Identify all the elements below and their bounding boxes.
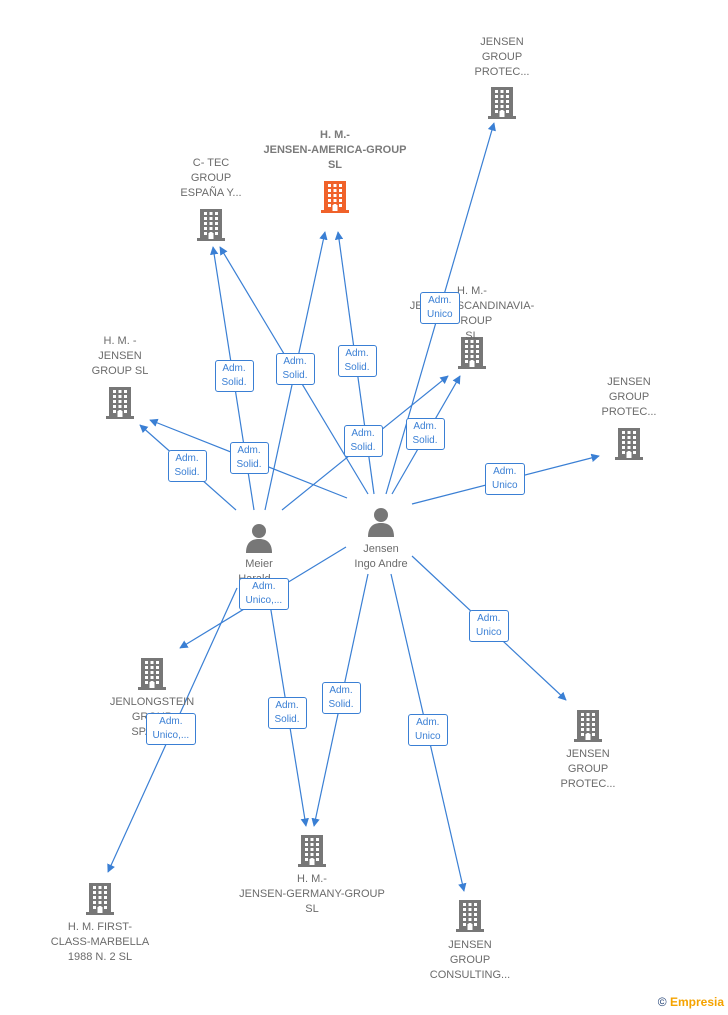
company-label-jensen_protec_right[interactable]: JENSEN GROUP PROTEC... (601, 376, 657, 418)
company-label-jensen_protec_top[interactable]: JENSEN GROUP PROTEC... (474, 36, 530, 78)
edge-label-jensen-to-jensen_protec_bottom[interactable]: Adm. Unico (469, 610, 509, 642)
building-icon[interactable] (614, 427, 644, 466)
edge-label-jensen-to-hm_jensen_group[interactable]: Adm. Solid. (229, 442, 269, 474)
edge-label-jensen-to-hm_scandinavia[interactable]: Adm. Solid. (405, 418, 445, 450)
edge-label-jensen-to-jensen_consulting[interactable]: Adm. Unico (408, 714, 448, 746)
edge-label-meier-to-hm_america[interactable]: Adm. Solid. (275, 353, 315, 385)
company-label-ctec[interactable]: C- TEC GROUP ESPAÑA Y... (180, 157, 242, 199)
edge-label-meier-to-hm_germany[interactable]: Adm. Solid. (267, 697, 307, 729)
company-label-hm_marbella[interactable]: H. M. FIRST- CLASS-MARBELLA 1988 N. 2 SL (50, 921, 150, 963)
company-label-hm_america[interactable]: H. M.- JENSEN-AMERICA-GROUP SL (263, 129, 407, 171)
company-label-hm_jensen_group[interactable]: H. M. - JENSEN GROUP SL (91, 335, 149, 377)
building-icon[interactable] (487, 86, 517, 125)
edge-label-meier-to-hm_scandinavia[interactable]: Adm. Solid. (343, 425, 383, 457)
building-icon[interactable] (85, 882, 115, 921)
edge-label-meier-to-ctec[interactable]: Adm. Solid. (214, 360, 254, 392)
brand-name: Empresia (669, 995, 724, 1009)
building-icon[interactable] (297, 834, 327, 873)
building-icon[interactable] (457, 336, 487, 375)
company-label-jensen_consulting[interactable]: JENSEN GROUP CONSULTING... (429, 939, 511, 981)
company-label-jensen_protec_bottom[interactable]: JENSEN GROUP PROTEC... (560, 748, 616, 790)
building-icon[interactable] (196, 208, 226, 247)
edge-label-jensen-to-hm_germany[interactable]: Adm. Solid. (321, 682, 361, 714)
empresia-brand[interactable]: © Empresia (658, 995, 724, 1009)
person-icon[interactable] (366, 507, 396, 542)
edge-label-jensen-to-hm_america[interactable]: Adm. Solid. (337, 345, 377, 377)
edge-label-jensen-to-jensen_protec_top[interactable]: Adm. Unico (420, 292, 460, 324)
person-icon[interactable] (244, 523, 274, 558)
building-icon[interactable] (105, 386, 135, 425)
company-label-hm_germany[interactable]: H. M.- JENSEN-GERMANY-GROUP SL (239, 873, 385, 915)
edge-label-jensen-to-jensen_protec_right[interactable]: Adm. Unico (485, 463, 525, 495)
copyright-icon: © (657, 995, 667, 1009)
building-icon[interactable] (573, 709, 603, 748)
edge-label-meier-to-hm_jensen_group[interactable]: Adm. Solid. (167, 450, 207, 482)
building-icon[interactable] (137, 657, 167, 696)
building-icon[interactable] (455, 899, 485, 938)
edge-label-jensen-to-jenlongstein[interactable]: Adm. Unico,... (238, 578, 290, 610)
building-icon[interactable] (320, 180, 350, 219)
person-label-jensen[interactable]: Jensen Ingo Andre (354, 543, 408, 570)
edge-label-meier-to-hm_marbella[interactable]: Adm. Unico,... (145, 713, 197, 745)
